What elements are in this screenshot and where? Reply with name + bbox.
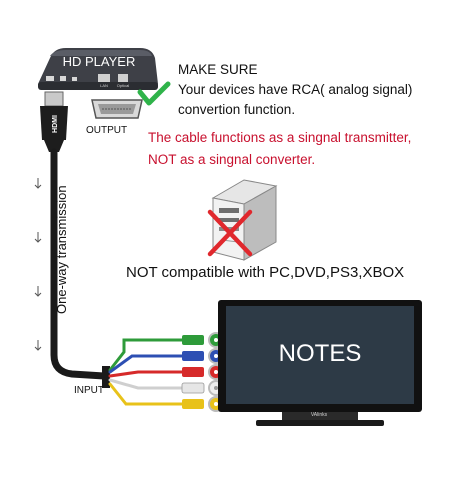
- rca-cables: [108, 338, 186, 406]
- cable-red: [108, 370, 186, 378]
- cross-icon: [207, 209, 253, 257]
- warning-line-2: NOT as a singnal converter.: [148, 152, 316, 167]
- lan-port-label: LAN: [100, 83, 108, 88]
- down-arrow-icon: [34, 178, 42, 189]
- warning-line-1: The cable functions as a singnal transmi…: [148, 130, 412, 145]
- hd-player-device: HD PLAYER LAN Optical: [38, 48, 158, 90]
- check-mark-icon: [137, 81, 171, 106]
- rca-plug-white: [181, 382, 205, 394]
- optical-port-label: Optical: [117, 83, 130, 88]
- rca-plug-green: [182, 335, 204, 345]
- rca-requirement-line-2: convertion function.: [178, 102, 296, 117]
- cable-blue: [108, 354, 186, 374]
- rca-requirement-line-1: Your devices have RCA( analog signal): [178, 82, 413, 97]
- computer-tower: [211, 179, 278, 261]
- down-arrow-icon: [34, 286, 42, 297]
- rca-plug-yellow: [182, 399, 204, 409]
- drive-bay: [219, 208, 239, 213]
- incompatibility-note: NOT compatible with PC,DVD,PS3,XBOX: [126, 264, 405, 281]
- lan-port: [98, 74, 110, 82]
- rca-plug-red: [182, 367, 204, 377]
- output-label: OUTPUT: [86, 125, 128, 136]
- hdmi-cable: HDMI: [40, 91, 110, 388]
- player-port: [46, 76, 54, 81]
- optical-port: [118, 74, 128, 82]
- down-arrow-icon: [34, 232, 42, 243]
- player-label: HD PLAYER: [63, 54, 136, 69]
- hdmi-logo: HDMI: [52, 115, 59, 133]
- rca-plugs: [181, 335, 205, 409]
- tv-screen: [226, 306, 414, 404]
- tv-brand-label: VAlinks: [310, 412, 328, 418]
- cable-yellow: [108, 382, 186, 406]
- player-port: [72, 77, 77, 81]
- tv-screen-notes-title: NOTES: [278, 340, 362, 367]
- cable-green: [108, 338, 186, 372]
- hdmi-output-port: [91, 99, 143, 119]
- drive-bay: [219, 218, 239, 222]
- television: [218, 300, 422, 426]
- cable-white: [108, 378, 186, 390]
- input-label: INPUT: [74, 385, 104, 396]
- make-sure-heading: MAKE SURE: [178, 62, 258, 77]
- one-way-transmission-label: One-way transmission: [54, 185, 69, 314]
- rca-plug-blue: [182, 351, 204, 361]
- player-port: [60, 76, 66, 81]
- down-arrow-icon: [34, 340, 42, 351]
